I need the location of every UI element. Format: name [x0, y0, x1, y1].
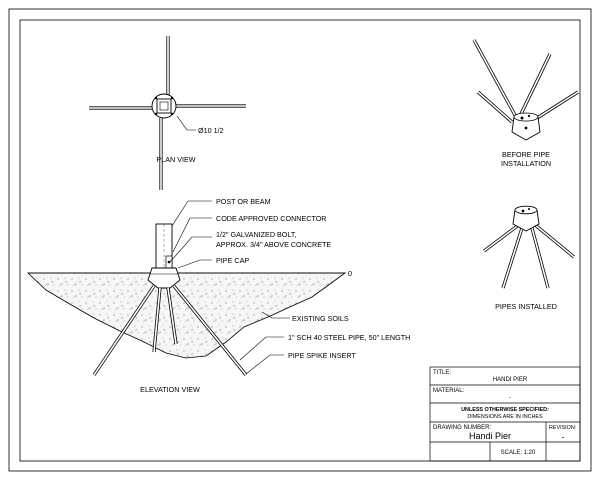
unless-specified-line2: DIMENSIONS ARE IN INCHES: [467, 414, 543, 420]
elevation-view-title: ELEVATION VIEW: [140, 385, 200, 394]
before-installation-title-line1: BEFORE PIPE: [502, 150, 550, 159]
drawing-number-value: Handi Pier: [469, 431, 511, 441]
callout-bolt-line1: 1/2" GALVANIZED BOLT,: [216, 230, 296, 239]
revision-value: -: [562, 432, 565, 442]
before-installation-title-line2: INSTALLATION: [501, 159, 551, 168]
title-label: TITLE:: [433, 370, 451, 376]
callout-connector: CODE APPROVED CONNECTOR: [216, 214, 327, 223]
revision-label: REVISION:: [549, 425, 576, 431]
drawing-number-label: DRAWING NUMBER:: [433, 425, 491, 431]
material-label: MATERIAL:: [433, 388, 465, 394]
title-block: [429, 366, 581, 462]
elevation-view: [26, 200, 347, 377]
title-value: HANDI PIER: [493, 377, 528, 383]
callout-existing-soils: EXISTING SOILS: [292, 314, 349, 323]
callout-spike-insert: PIPE SPIKE INSERT: [288, 351, 356, 360]
grade-mark: 0: [348, 269, 352, 278]
pipes-installed-view: [483, 205, 576, 289]
outer-border: [8, 8, 592, 472]
plan-view-title: PLAN VIEW: [156, 155, 195, 164]
callout-post-or-beam: POST OR BEAM: [216, 197, 271, 206]
before-installation-view: [472, 39, 579, 141]
pipes-installed-title: PIPES INSTALLED: [495, 302, 557, 311]
callout-pipe-cap: PIPE CAP: [216, 256, 249, 265]
callout-steel-pipe: 1" SCH 40 STEEL PIPE, 50" LENGTH: [288, 333, 410, 342]
scale-label: SCALE: 1:20: [501, 450, 536, 456]
plan-dimension-label: Ø10 1/2: [198, 126, 224, 135]
unless-specified-line1: UNLESS OTHERWISE SPECIFIED:: [461, 407, 549, 413]
inner-border: [19, 19, 581, 462]
plan-view: [89, 36, 246, 190]
callout-bolt-line2: APPROX. 3/4" ABOVE CONCRETE: [216, 240, 331, 249]
existing-soil: [26, 272, 347, 359]
material-value: -: [509, 395, 511, 401]
